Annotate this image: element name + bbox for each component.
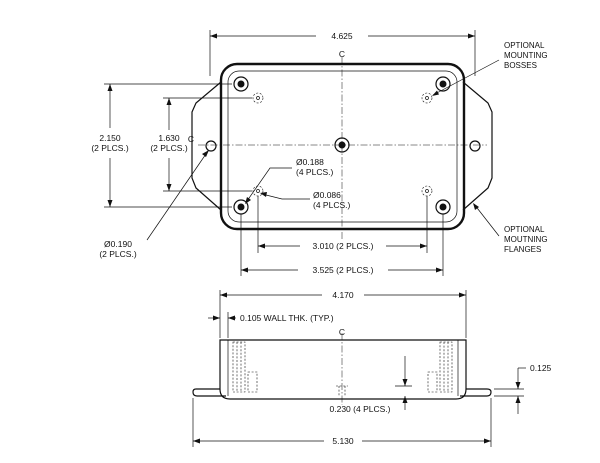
mounting-boss-top-right: [435, 76, 451, 92]
dim-4170-label: 4.170: [332, 290, 354, 300]
hidden-boss-right: [427, 341, 453, 393]
callout-flange-hole: Ø0.190 (2 PLCS.): [99, 150, 209, 259]
flange-hole-dia-label: Ø0.190: [104, 239, 132, 249]
dim-flange-thickness: 0.125: [494, 363, 552, 414]
right-flange: [462, 81, 493, 211]
dim-side-top-width: 4.170: [219, 290, 467, 338]
mounting-boss-top-left: [233, 76, 249, 92]
dim-boss-spacing: 3.010 (2 PLCS.): [257, 196, 428, 253]
dim-3010-label: 3.010 (2 PLCS.): [313, 241, 374, 251]
small-hole-top-left: [252, 92, 264, 104]
dim-1630-qty: (2 PLCS.): [150, 143, 187, 153]
dim-side-overall-width: 5.130: [192, 398, 492, 447]
hidden-boss-center: [336, 385, 348, 396]
left-flange: [191, 81, 222, 211]
boss-hole-dia-label: Ø0.188: [296, 157, 324, 167]
side-flange: [192, 388, 226, 397]
enclosure-inner-wall: [227, 70, 458, 223]
small-hole-top-right: [421, 92, 433, 104]
wall-thickness-label: 0.105 WALL THK. (TYP.): [240, 313, 334, 323]
dim-height-boss: 1.630 (2 PLCS.): [150, 97, 252, 192]
top-view: C C: [91, 30, 548, 276]
svg-text:OPTIONAL: OPTIONAL: [504, 225, 545, 234]
flange-hole-left: [205, 140, 217, 152]
flange-hole-right: [469, 140, 481, 152]
dim-2150-qty: (2 PLCS.): [91, 143, 128, 153]
enclosure-outline: [219, 62, 466, 231]
dim-5130-label: 5.130: [332, 436, 354, 446]
hidden-boss-left: [232, 341, 258, 393]
small-hole-qty-label: (4 PLCS.): [313, 200, 350, 210]
callout-small-hole: Ø0.086 (4 PLCS.): [260, 190, 350, 210]
note-optional-bosses: OPTIONAL MOUNTING BOSSES: [432, 41, 548, 96]
note-optional-flanges: OPTIONAL MOUTNING FLANGES: [473, 203, 548, 254]
dim-0230-label: 0.230 (4 PLCS.): [330, 404, 391, 414]
dim-wall-thickness: 0.105 WALL THK. (TYP.): [208, 312, 334, 338]
top-centerline-mark: C: [339, 49, 345, 59]
dim-flange-spacing: 3.525 (2 PLCS.): [240, 214, 444, 276]
dim-3525-label: 3.525 (2 PLCS.): [313, 265, 374, 275]
small-hole-dia-label: Ø0.086: [313, 190, 341, 200]
small-hole-bottom-right: [421, 185, 433, 197]
side-view: C 4.170 0.105 WALL THK. (TYP.): [192, 290, 552, 447]
svg-text:OPTIONAL: OPTIONAL: [504, 41, 545, 50]
dim-boss-height: 0.230 (4 PLCS.): [330, 356, 412, 414]
svg-text:BOSSES: BOSSES: [504, 61, 537, 70]
dim-2150-label: 2.150: [99, 133, 121, 143]
small-hole-bottom-left: [252, 185, 264, 197]
side-centerline-mark: C: [339, 327, 345, 337]
dim-overall-width-top: 4.625: [209, 30, 476, 76]
dim-0125-label: 0.125: [530, 363, 552, 373]
left-centerline-mark: C: [188, 134, 194, 144]
svg-text:MOUNTING: MOUNTING: [504, 51, 548, 60]
dim-4625-label: 4.625: [331, 31, 353, 41]
mounting-boss-bottom-right: [435, 199, 451, 215]
svg-text:MOUTNING: MOUTNING: [504, 235, 548, 244]
side-body: [219, 339, 467, 400]
callout-boss-hole: Ø0.188 (4 PLCS.): [245, 157, 333, 204]
flange-hole-qty-label: (2 PLCS.): [99, 249, 136, 259]
dim-height-flange: 2.150 (2 PLCS.): [91, 83, 232, 208]
dim-1630-label: 1.630: [158, 133, 180, 143]
boss-hole-qty-label: (4 PLCS.): [296, 167, 333, 177]
center-boss: [334, 137, 350, 153]
svg-text:FLANGES: FLANGES: [504, 245, 541, 254]
